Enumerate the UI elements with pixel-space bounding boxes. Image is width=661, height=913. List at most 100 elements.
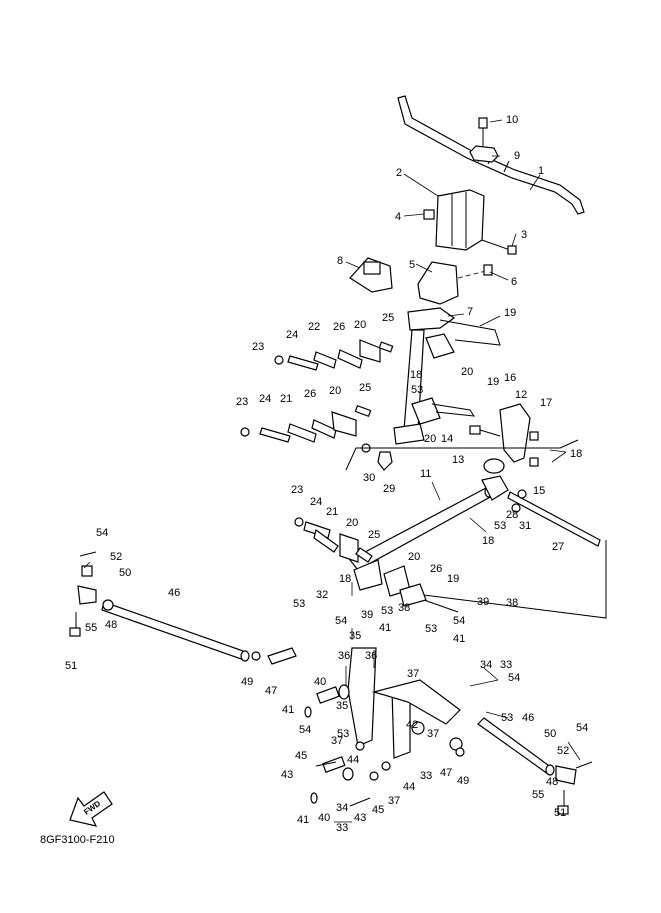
callout-26a: 26 xyxy=(333,321,345,333)
callout-11: 11 xyxy=(420,468,431,480)
callout-30: 30 xyxy=(363,472,375,484)
right-rod xyxy=(477,717,593,815)
callout-25a: 25 xyxy=(382,312,394,324)
callout-49a: 49 xyxy=(241,676,253,688)
callout-39b: 39 xyxy=(477,596,489,608)
callout-43a: 43 xyxy=(281,769,293,781)
upper-link-arms xyxy=(240,339,476,443)
callout-55a: 55 xyxy=(85,622,97,634)
callout-14: 14 xyxy=(441,433,453,445)
callout-43b: 43 xyxy=(354,812,366,824)
callout-20e: 20 xyxy=(346,517,358,529)
callout-4: 4 xyxy=(395,211,401,223)
upper-holder xyxy=(349,257,493,305)
callout-15: 15 xyxy=(533,485,545,497)
callout-24c: 24 xyxy=(310,496,322,508)
callout-22: 22 xyxy=(308,321,320,333)
callout-55b: 55 xyxy=(532,789,544,801)
callout-20a: 20 xyxy=(354,319,366,331)
callout-18d: 18 xyxy=(339,573,351,585)
callout-34b: 34 xyxy=(336,802,348,814)
callout-25c: 25 xyxy=(368,529,380,541)
callout-24b: 24 xyxy=(259,393,271,405)
callout-10: 10 xyxy=(506,114,518,126)
callout-45a: 45 xyxy=(295,750,307,762)
callout-38b: 38 xyxy=(506,597,518,609)
callout-20d: 20 xyxy=(424,433,436,445)
callout-5: 5 xyxy=(409,259,415,271)
callout-18c: 18 xyxy=(482,535,494,547)
callout-31: 31 xyxy=(519,520,531,532)
callout-21b: 21 xyxy=(326,506,338,518)
callout-28: 28 xyxy=(506,509,518,521)
callout-37c: 37 xyxy=(427,728,439,740)
callout-50a: 50 xyxy=(119,567,131,579)
callout-18b: 18 xyxy=(410,369,422,381)
callout-2: 2 xyxy=(396,167,402,179)
callout-25b: 25 xyxy=(359,382,371,394)
callout-27: 27 xyxy=(552,541,564,553)
left-rod xyxy=(69,551,297,665)
callout-36a: 36 xyxy=(338,650,350,662)
callout-18a: 18 xyxy=(570,448,582,460)
assembly-boundaries xyxy=(345,439,607,619)
callout-23a: 23 xyxy=(252,341,264,353)
callout-34a: 34 xyxy=(480,659,492,671)
callout-39a: 39 xyxy=(361,609,373,621)
callout-19a: 19 xyxy=(504,307,516,319)
lower-arms xyxy=(304,647,465,807)
callout-37d: 37 xyxy=(388,795,400,807)
callout-21a: 21 xyxy=(280,393,292,405)
callout-9: 9 xyxy=(514,150,520,162)
callout-16: 16 xyxy=(504,372,516,384)
callout-47a: 47 xyxy=(265,685,277,697)
callout-8: 8 xyxy=(337,255,343,267)
callout-54a: 54 xyxy=(96,527,108,539)
callout-53g: 53 xyxy=(337,728,349,740)
right-bracket xyxy=(469,403,539,474)
callout-13: 13 xyxy=(452,454,464,466)
callout-53a: 53 xyxy=(411,384,423,396)
callout-54d: 54 xyxy=(508,672,520,684)
callout-50b: 50 xyxy=(544,728,556,740)
callout-1: 1 xyxy=(538,165,544,177)
callout-48b: 48 xyxy=(546,776,558,788)
callout-49b: 49 xyxy=(457,775,469,787)
callout-53c: 53 xyxy=(293,598,305,610)
leader-lines xyxy=(83,119,581,823)
callout-26c: 26 xyxy=(430,563,442,575)
callout-53b: 53 xyxy=(494,520,506,532)
callout-52b: 52 xyxy=(557,745,569,757)
callout-37a: 37 xyxy=(407,668,419,680)
callout-35a: 35 xyxy=(349,630,361,642)
callout-19c: 19 xyxy=(447,573,459,585)
callout-53f: 53 xyxy=(501,712,513,724)
callout-33c: 33 xyxy=(336,822,348,834)
callout-6: 6 xyxy=(511,276,517,288)
callout-46b: 46 xyxy=(522,712,534,724)
reference-code: 8GF3100-F210 xyxy=(40,834,115,846)
callout-42: 42 xyxy=(406,719,418,731)
callout-29: 29 xyxy=(383,483,395,495)
callout-24a: 24 xyxy=(286,329,298,341)
callout-52a: 52 xyxy=(110,551,122,563)
callout-19b: 19 xyxy=(487,376,499,388)
callout-40a: 40 xyxy=(314,676,326,688)
handle-bracket xyxy=(423,189,517,255)
callout-7: 7 xyxy=(467,306,473,318)
callout-54e: 54 xyxy=(299,724,311,736)
callout-48a: 48 xyxy=(105,619,117,631)
callout-44a: 44 xyxy=(347,754,359,766)
callout-44b: 44 xyxy=(403,781,415,793)
fwd-arrow: FWD xyxy=(69,791,113,827)
callout-53e: 53 xyxy=(425,623,437,635)
callout-41a: 41 xyxy=(379,622,391,634)
callout-54f: 54 xyxy=(576,722,588,734)
middle-link-arms xyxy=(294,517,459,613)
callout-33b: 33 xyxy=(420,770,432,782)
callout-53d: 53 xyxy=(381,605,393,617)
callout-20b: 20 xyxy=(461,366,473,378)
callout-51a: 51 xyxy=(65,660,77,672)
callout-12: 12 xyxy=(515,389,527,401)
